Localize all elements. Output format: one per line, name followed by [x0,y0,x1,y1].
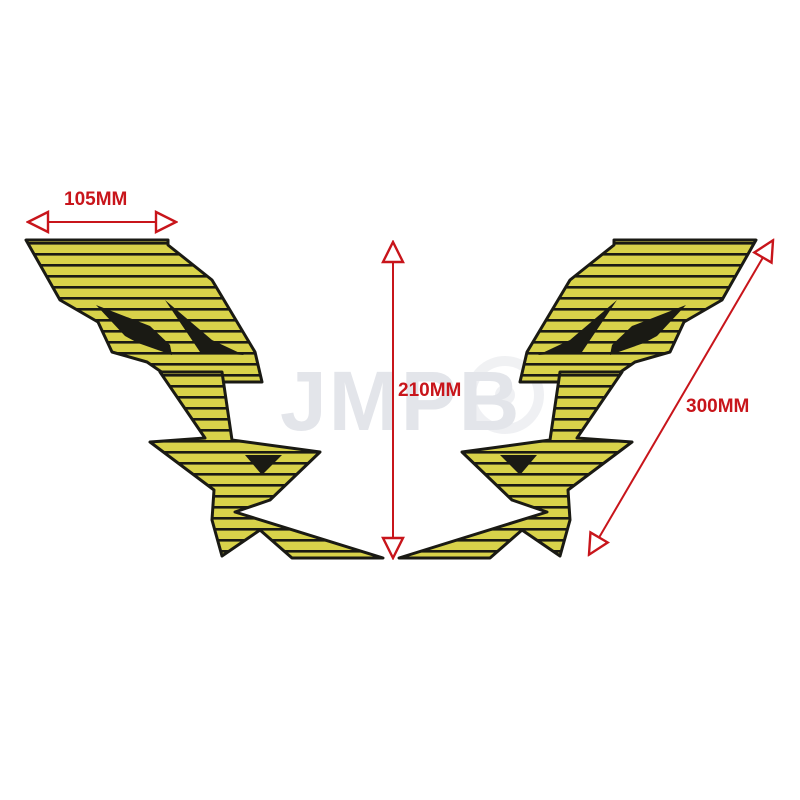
letter-m-shape [24,238,264,384]
left-mx-decal [24,238,385,560]
letter-m-shape [518,238,758,384]
m-inner-cut [538,300,617,355]
m-notch [96,305,172,355]
height-label: 210MM [398,380,461,401]
width-label: 105MM [64,189,127,210]
diagonal-label: 300MM [686,396,749,417]
m-inner-cut [165,300,244,355]
height-dimension: 210MM [393,244,461,556]
x-arrow-mark [500,455,537,475]
watermark-brand: JMPB [280,354,521,448]
width-dimension: 105MM [30,189,174,222]
x-arrow-mark [245,455,282,475]
gear-icon [466,356,544,434]
diagonal-dimension: 300MM [590,242,772,553]
diagonal-arrow [590,242,772,553]
